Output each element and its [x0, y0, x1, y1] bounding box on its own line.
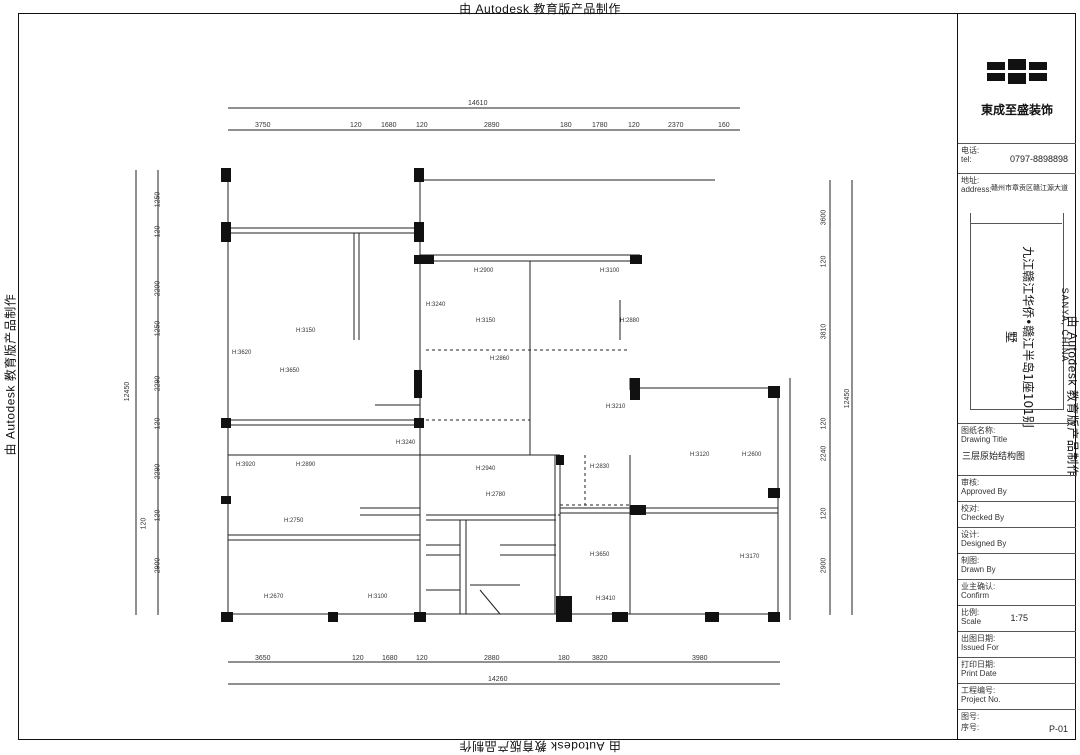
dim-right: 120: [820, 507, 828, 520]
dim-left: 120: [154, 225, 162, 238]
room-label: H:2830: [590, 464, 610, 470]
room-label: H:2670: [264, 594, 284, 600]
scale-cell: 比例:Scale 1:75: [958, 605, 1076, 631]
number-cell: 序号: P-01: [961, 723, 1068, 734]
drawn-cell: 制图:Drawn By: [958, 553, 1076, 579]
room-label: H:2860: [490, 356, 510, 362]
room-label: H:2750: [284, 518, 304, 524]
room-label: H:3210: [606, 404, 626, 410]
dim-left: 2290: [154, 463, 162, 480]
confirm-cell: 业主确认:Confirm: [958, 579, 1076, 605]
room-label: H:3100: [600, 268, 620, 274]
dim-left: 1250: [154, 320, 162, 337]
room-label: H:3120: [690, 452, 710, 458]
room-label: H:3240: [396, 440, 416, 446]
title-block: 東成至盛装饰 电话: tel: 0797-8898898 地址: address…: [957, 13, 1076, 740]
dim-bottom: 3980: [692, 655, 708, 662]
room-label: H:2900: [474, 268, 494, 274]
dim-top: 120: [350, 122, 362, 129]
designed-cell: 设计:Designed By: [958, 527, 1076, 553]
room-label: H:3920: [236, 462, 256, 468]
dim-bottom: 120: [352, 655, 364, 662]
dim-bottom-total: 14260: [488, 676, 508, 683]
dim-left: 120: [154, 417, 162, 430]
room-label: H:2940: [476, 466, 496, 472]
room-label: H:3100: [368, 594, 388, 600]
checked-cell: 校对:Checked By: [958, 501, 1076, 527]
project-no-cell: 工程编号:Project No.: [958, 683, 1076, 709]
room-label: H:3240: [426, 302, 446, 308]
dim-bottom: 3820: [592, 655, 608, 662]
room-label: H:3170: [740, 554, 760, 560]
dim-left: 120: [140, 517, 148, 530]
dim-top: 3750: [255, 122, 271, 129]
room-label: H:3410: [596, 596, 616, 602]
dim-bottom: 2880: [484, 655, 500, 662]
room-label: H:2780: [486, 492, 506, 498]
dim-bottom: 120: [416, 655, 428, 662]
company-logo: [987, 59, 1047, 84]
dim-left: 2900: [154, 557, 162, 574]
address-cell: 地址: address: 赣州市章贡区赣江源大道: [958, 173, 1076, 213]
room-label: H:3650: [590, 552, 610, 558]
dim-right: 2240: [820, 445, 828, 462]
dim-left: 2290: [154, 375, 162, 392]
dim-right: 120: [820, 255, 828, 268]
dim-top: 1680: [381, 122, 397, 129]
dim-left: 120: [154, 509, 162, 522]
room-label: H:3150: [296, 328, 316, 334]
room-label: H:3150: [476, 318, 496, 324]
dim-top: 2890: [484, 122, 500, 129]
company-name: 東成至盛装饰: [980, 103, 1053, 117]
room-label: H:2890: [296, 462, 316, 468]
dim-top: 1780: [592, 122, 608, 129]
project-name: 九江赣江华侨•赣江半岛1座101别墅 SANYA, CHINA: [1004, 246, 1070, 428]
print-date-cell: 打印日期:Print Date: [958, 657, 1076, 683]
dim-right: 3600: [820, 209, 828, 226]
room-label: H:3620: [232, 350, 252, 356]
dim-top: 160: [718, 122, 730, 129]
approved-cell: 审核:Approved By: [958, 475, 1076, 501]
dim-bottom: 3650: [255, 655, 271, 662]
dim-bottom: 180: [558, 655, 570, 662]
drawing-title-cell: 图纸名称: Drawing Title 三层原始结构图: [958, 423, 1076, 475]
dim-top: 2370: [668, 122, 684, 129]
dim-right: 120: [820, 417, 828, 430]
issued-cell: 出图日期:Issued For: [958, 631, 1076, 657]
dim-top: 180: [560, 122, 572, 129]
drawing-frame: [18, 13, 1076, 740]
dim-right: 3810: [820, 323, 828, 340]
tel-cell: 电话: tel: 0797-8898898: [958, 143, 1076, 173]
dim-right-total: 12450: [844, 388, 852, 409]
dim-left: 2200: [154, 280, 162, 297]
room-label: H:2600: [742, 452, 762, 458]
dim-top: 120: [628, 122, 640, 129]
dim-left-total: 12450: [124, 381, 132, 402]
dim-top: 120: [416, 122, 428, 129]
dim-left: 1250: [154, 191, 162, 208]
dim-right: 2900: [820, 557, 828, 574]
project-cell: [958, 213, 1076, 423]
drawing-no-cell: 图号:: [958, 709, 1076, 723]
watermark-top: 由 Autodesk 教育版产品制作: [459, 2, 621, 16]
room-label: H:3650: [280, 368, 300, 374]
dim-bottom: 1680: [382, 655, 398, 662]
room-label: H:2880: [620, 318, 640, 324]
dim-top-total: 14610: [468, 100, 488, 107]
